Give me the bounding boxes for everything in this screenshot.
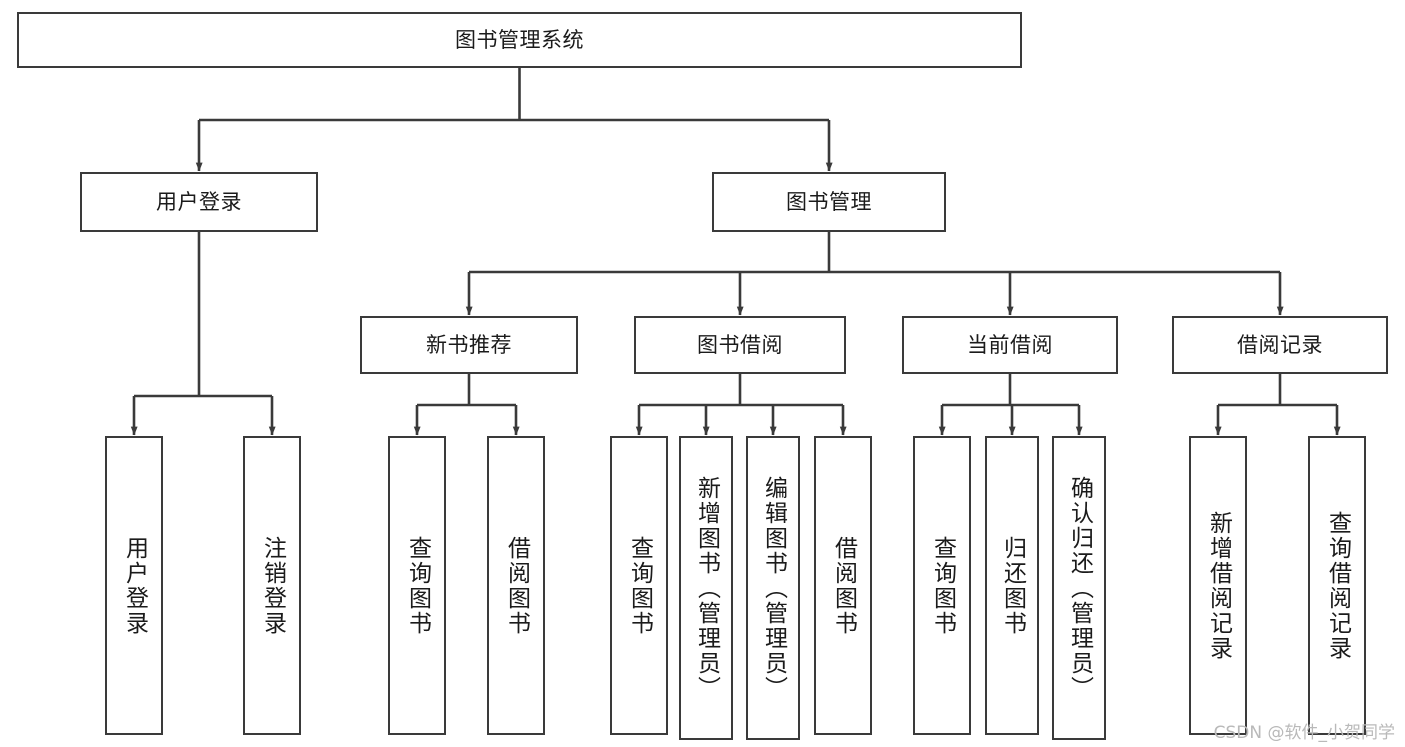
node-leaf-query-book-2[interactable]: 查询图书 [610, 436, 668, 735]
node-current-borrow[interactable]: 当前借阅 [902, 316, 1118, 374]
node-label-leaf-query-record: 查询借阅记录 [1324, 510, 1351, 661]
node-new-book-rec[interactable]: 新书推荐 [360, 316, 578, 374]
node-label-leaf-edit-book: 编辑图书（管理员） [760, 475, 787, 701]
node-label-book-manage: 图书管理 [786, 189, 872, 214]
node-label-leaf-return-book: 归还图书 [999, 535, 1026, 636]
node-leaf-add-book[interactable]: 新增图书（管理员） [679, 436, 733, 740]
node-label-borrow-record: 借阅记录 [1237, 332, 1323, 357]
node-leaf-borrow-book-2[interactable]: 借阅图书 [814, 436, 872, 735]
node-leaf-query-book-1[interactable]: 查询图书 [388, 436, 446, 735]
node-label-leaf-query-book-1: 查询图书 [404, 535, 431, 636]
node-book-borrow[interactable]: 图书借阅 [634, 316, 846, 374]
node-label-leaf-add-record: 新增借阅记录 [1205, 510, 1232, 661]
node-label-root: 图书管理系统 [455, 27, 584, 52]
node-leaf-edit-book[interactable]: 编辑图书（管理员） [746, 436, 800, 740]
node-label-leaf-query-book-2: 查询图书 [626, 535, 653, 636]
node-user-login[interactable]: 用户登录 [80, 172, 318, 232]
node-leaf-query-record[interactable]: 查询借阅记录 [1308, 436, 1366, 735]
node-leaf-query-book-3[interactable]: 查询图书 [913, 436, 971, 735]
node-label-leaf-user-login: 用户登录 [121, 535, 148, 636]
node-borrow-record[interactable]: 借阅记录 [1172, 316, 1388, 374]
node-leaf-logout[interactable]: 注销登录 [243, 436, 301, 735]
node-label-user-login: 用户登录 [156, 189, 242, 214]
node-label-current-borrow: 当前借阅 [967, 332, 1053, 357]
node-leaf-add-record[interactable]: 新增借阅记录 [1189, 436, 1247, 735]
node-label-new-book-rec: 新书推荐 [426, 332, 512, 357]
node-book-manage[interactable]: 图书管理 [712, 172, 946, 232]
node-leaf-confirm-return[interactable]: 确认归还（管理员） [1052, 436, 1106, 740]
node-label-leaf-borrow-book-2: 借阅图书 [830, 535, 857, 636]
watermark-text: CSDN @软件_小贺同学 [1213, 723, 1395, 743]
node-label-leaf-borrow-book-1: 借阅图书 [503, 535, 530, 636]
node-label-leaf-add-book: 新增图书（管理员） [693, 475, 720, 701]
node-label-leaf-logout: 注销登录 [259, 535, 286, 636]
node-label-leaf-confirm-return: 确认归还（管理员） [1066, 475, 1093, 701]
node-label-leaf-query-book-3: 查询图书 [929, 535, 956, 636]
node-leaf-borrow-book-1[interactable]: 借阅图书 [487, 436, 545, 735]
node-label-book-borrow: 图书借阅 [697, 332, 783, 357]
node-leaf-return-book[interactable]: 归还图书 [985, 436, 1039, 735]
node-leaf-user-login[interactable]: 用户登录 [105, 436, 163, 735]
node-root[interactable]: 图书管理系统 [17, 12, 1022, 68]
